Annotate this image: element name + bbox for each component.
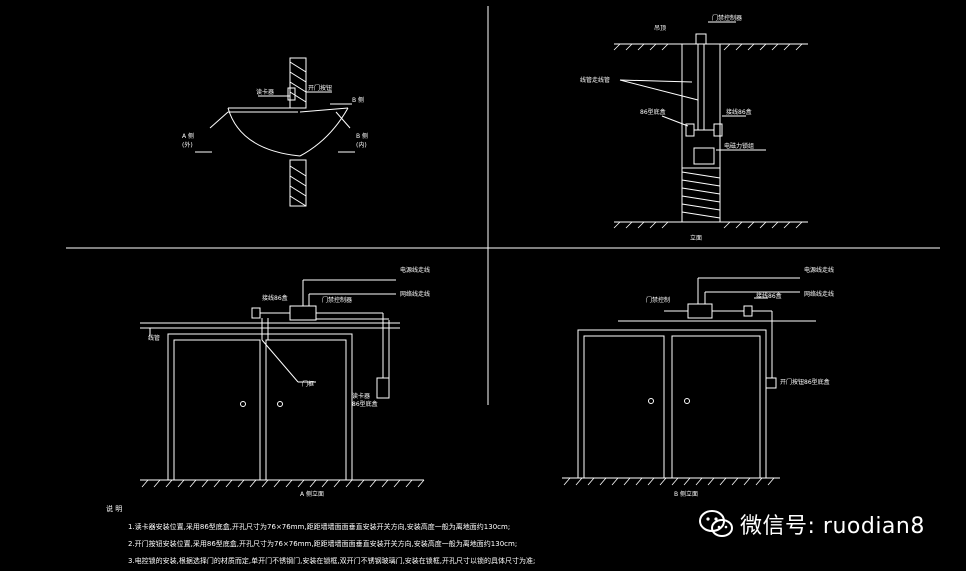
label-conduit: 线管走线管 bbox=[580, 76, 610, 84]
label-elec-a: 电源线走线 bbox=[400, 266, 430, 274]
label-ctrl-a: 门禁控制器 bbox=[322, 296, 352, 304]
label-reader-b: 开门按钮86型底盒 bbox=[780, 378, 830, 386]
label-frame-a: 门框 bbox=[302, 380, 314, 388]
label-a-left: A 侧 bbox=[182, 132, 194, 140]
label-ctrl-b: 门禁控制 bbox=[646, 296, 670, 304]
caption-b-side: B 侧立面 bbox=[674, 490, 698, 498]
note-line-3: 3.电控锁的安装,根据选择门的材质而定,单开门不锈钢门,安装在锁框,双开门不锈钢… bbox=[128, 557, 536, 565]
note-line-2: 2.开门按钮安装位置,采用86型底盒,开孔尺寸为76×76mm,距距墙墙面面垂直… bbox=[128, 540, 518, 548]
note-line-1: 1.读卡器安装位置,采用86型底盒,开孔尺寸为76×76mm,距距墙墙面面垂直安… bbox=[128, 523, 511, 531]
elevation-b-side bbox=[562, 277, 816, 479]
label-exit-tl: 开门按钮 bbox=[308, 84, 332, 92]
label-box: 接线86盒 bbox=[726, 108, 752, 116]
wechat-icon bbox=[699, 510, 733, 537]
watermark-text: 微信号: ruodian8 bbox=[740, 514, 925, 539]
label-reader-a: 读卡器 bbox=[352, 392, 370, 400]
label-net-a: 网络线走线 bbox=[400, 290, 430, 298]
label-elec-b: 电源线走线 bbox=[804, 266, 834, 274]
label-b-tl: B 侧 bbox=[352, 96, 364, 104]
label-lock: 86型底盒 bbox=[640, 108, 666, 116]
label-reader-tl: 读卡器 bbox=[256, 88, 274, 96]
label-ceiling: 吊顶 bbox=[654, 25, 666, 32]
hatch-floor-b bbox=[563, 477, 775, 486]
label-a-left-sub: (外) bbox=[182, 141, 193, 149]
caption-a-side: A 侧立面 bbox=[300, 490, 324, 498]
elevation-a-side bbox=[140, 279, 424, 481]
label-box86-a: 接线86盒 bbox=[262, 294, 288, 302]
watermark: 微信号: ruodian8 bbox=[698, 508, 925, 540]
caption-top-right: 立面 bbox=[690, 234, 702, 242]
label-junction: 门禁控制器 bbox=[712, 14, 742, 22]
hatch-floor-a bbox=[141, 479, 425, 488]
label-magnet: 电磁力锁组 bbox=[724, 142, 754, 150]
label-net-b: 网络线走线 bbox=[804, 290, 834, 298]
label-b-right-sub: (内) bbox=[356, 141, 367, 149]
label-b-right: B 侧 bbox=[356, 132, 368, 140]
section-view-top-right bbox=[614, 21, 808, 223]
hatch-ceiling bbox=[613, 43, 803, 229]
label-box86-b: 接线86盒 bbox=[756, 292, 782, 300]
label-reader-a-sub: 86型底盒 bbox=[352, 400, 378, 408]
plan-view-top-left bbox=[195, 57, 355, 207]
label-wire-a: 线管 bbox=[148, 334, 160, 342]
notes-title: 说 明 bbox=[106, 505, 123, 513]
